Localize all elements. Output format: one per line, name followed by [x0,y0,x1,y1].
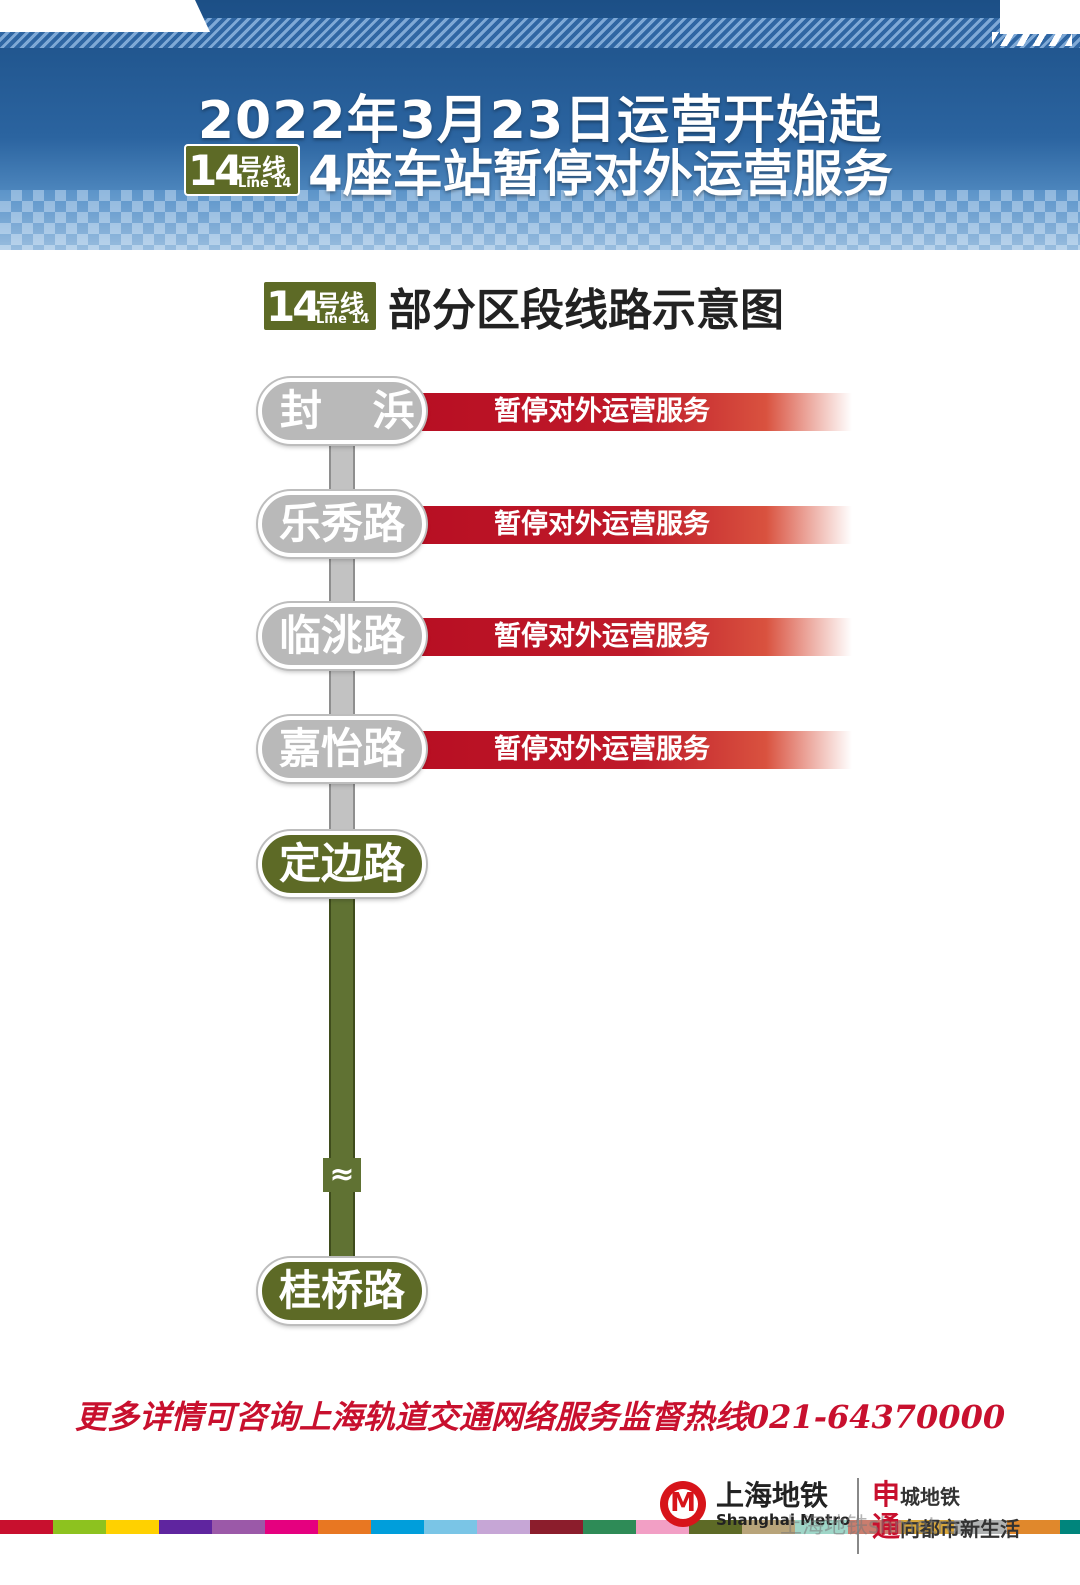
line-hao: 号线 [238,154,286,182]
header-notch-left [0,0,210,32]
metro-logo-icon [660,1481,706,1527]
operating-track-segment [329,890,355,1270]
strip-segment [424,1520,477,1534]
hotline-notice: 更多详情可咨询上海轨道交通网络服务监督热线021-64370000 [74,1398,1006,1436]
line-number: 14 [188,146,243,195]
slogan-lead-2: 通 [872,1510,901,1543]
slogan: 申城地铁 通向都市新生活 [872,1480,1020,1544]
strip-segment [742,1520,795,1534]
slogan-rest-1: 城地铁 [900,1485,961,1509]
strip-segment [901,1520,954,1534]
logo-en: Shanghai Metro [716,1511,851,1529]
strip-segment [0,1520,53,1534]
strip-segment [318,1520,371,1534]
line14-badge: 14 号线 Line 14 [184,144,300,196]
suspend-notice-fengbang: 暂停对外运营服务 [422,393,852,431]
header-checker-pattern [0,190,1080,250]
track-break-icon: ≈ [323,1158,361,1192]
strip-segment [477,1520,530,1534]
logo-cn: 上海地铁 [716,1479,829,1512]
line-color-strip [0,1520,1080,1534]
strip-segment [212,1520,265,1534]
diagram-title-row: 14 号线 Line 14 部分区段线路示意图 [262,278,784,336]
logo-divider [857,1478,859,1554]
slogan-row-1: 申城地铁 [872,1480,1020,1512]
station-lintaolu: 临洮路 [258,603,426,669]
slogan-row-2: 通向都市新生活 [872,1512,1020,1544]
suspend-notice-lintaolu: 暂停对外运营服务 [422,618,852,656]
strip-segment [1007,1520,1060,1534]
strip-segment [1060,1520,1080,1534]
logo-text: 上海地铁 Shanghai Metro [716,1479,851,1529]
station-guiqiaolu: 桂桥路 [258,1258,426,1324]
header-subtitle-row: 14 号线 Line 14 4座车站暂停对外运营服务 [184,140,893,203]
station-jiayilu: 嘉怡路 [258,716,426,782]
strip-segment [530,1520,583,1534]
strip-segment [689,1520,742,1534]
header-banner: 2022年3月23日运营开始起 14 号线 Line 14 4座车站暂停对外运营… [0,0,1080,250]
strip-segment [795,1520,848,1534]
station-fengbang: 封 浜 [258,378,426,444]
suspend-notice-lexiulu: 暂停对外运营服务 [422,506,852,544]
diagram-title: 部分区段线路示意图 [388,285,784,336]
line-hao: 号线 [316,290,364,318]
chevron-decor-icon [992,32,1072,46]
line14-badge: 14 号线 Line 14 [262,280,378,332]
strip-segment [106,1520,159,1534]
slogan-rest-2: 向都市新生活 [900,1517,1021,1541]
line-en: Line 14 [316,312,370,327]
station-lexiulu: 乐秀路 [258,491,426,557]
line-en: Line 14 [238,176,292,191]
wechat-watermark: 上海地铁shmetro [780,1514,960,1539]
header-notch-right [1000,0,1080,34]
line-number: 14 [266,282,321,331]
header-notice-title: 4座车站暂停对外运营服务 [308,145,893,203]
station-dingbianlu: 定边路 [258,831,426,897]
strip-segment [265,1520,318,1534]
shanghai-metro-logo: 上海地铁 Shanghai Metro [660,1480,850,1528]
strip-segment [53,1520,106,1534]
suspend-notice-jiayilu: 暂停对外运营服务 [422,731,852,769]
slogan-lead-1: 申 [872,1478,901,1511]
header-date-title: 2022年3月23日运营开始起 [197,91,883,151]
strip-segment [954,1520,1007,1534]
strip-segment [583,1520,636,1534]
strip-segment [371,1520,424,1534]
strip-segment [159,1520,212,1534]
strip-segment [848,1520,901,1534]
